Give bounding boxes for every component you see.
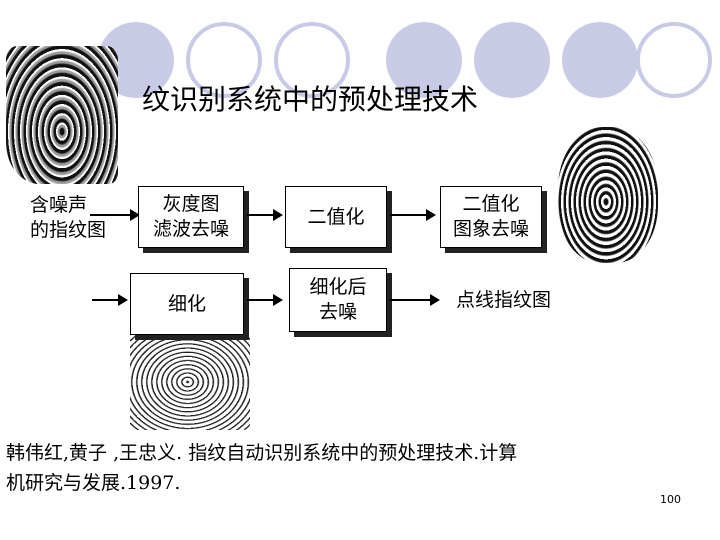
- arrow-thinning-to-post: [247, 294, 283, 306]
- node-gray-filter-line2: 滤波去噪: [152, 218, 229, 240]
- citation: 韩伟红,黄子 ,王忠义. 指纹自动识别系统中的预处理技术.计算 机研究与发展.1…: [6, 438, 706, 498]
- arrow-binarize-to-denoise: [390, 209, 436, 221]
- page-number: 100: [660, 493, 681, 506]
- arrow-input-to-filter: [90, 209, 140, 221]
- binarized-fingerprint-image: [558, 127, 658, 263]
- node-binary-denoise-line2: 图象去噪: [452, 218, 529, 240]
- arrow-filter-to-binarize: [247, 209, 283, 221]
- slide-title: 纹识别系统中的预处理技术: [142, 83, 479, 116]
- decor-circle-3: [274, 22, 350, 98]
- input-label-line1: 含噪声: [30, 194, 88, 216]
- arrow-post-to-output: [390, 294, 440, 306]
- output-label: 点线指纹图: [456, 289, 552, 311]
- noisy-fingerprint-image: [6, 46, 118, 184]
- node-post-thin-denoise: 细化后 去噪: [289, 268, 387, 332]
- decor-circle-6: [562, 22, 638, 98]
- node-binary-denoise-line1: 二值化: [462, 193, 520, 215]
- node-gray-filter: 灰度图 滤波去噪: [138, 186, 244, 248]
- node-gray-filter-line1: 灰度图: [162, 193, 220, 215]
- citation-line2: 机研究与发展.1997.: [6, 472, 181, 494]
- citation-line1: 韩伟红,黄子 ,王忠义. 指纹自动识别系统中的预处理技术.计算: [6, 442, 518, 464]
- decor-circle-7: [636, 22, 712, 98]
- decor-circle-2: [186, 22, 262, 98]
- thinned-fingerprint-image: [130, 330, 250, 430]
- node-binarize-label: 二值化: [307, 205, 365, 228]
- node-post-thin-line2: 去噪: [318, 301, 357, 323]
- node-thinning: 细化: [130, 273, 244, 335]
- node-binarize: 二值化: [285, 186, 387, 248]
- node-post-thin-line1: 细化后: [309, 276, 367, 298]
- arrow-into-thinning: [92, 294, 128, 306]
- node-binary-denoise: 二值化 图象去噪: [440, 186, 542, 248]
- input-label-line2: 的指纹图: [30, 219, 107, 241]
- decor-circle-5: [474, 22, 550, 98]
- decor-circle-4: [386, 22, 462, 98]
- input-label: 含噪声 的指纹图: [30, 193, 106, 243]
- node-thinning-label: 细化: [167, 292, 206, 315]
